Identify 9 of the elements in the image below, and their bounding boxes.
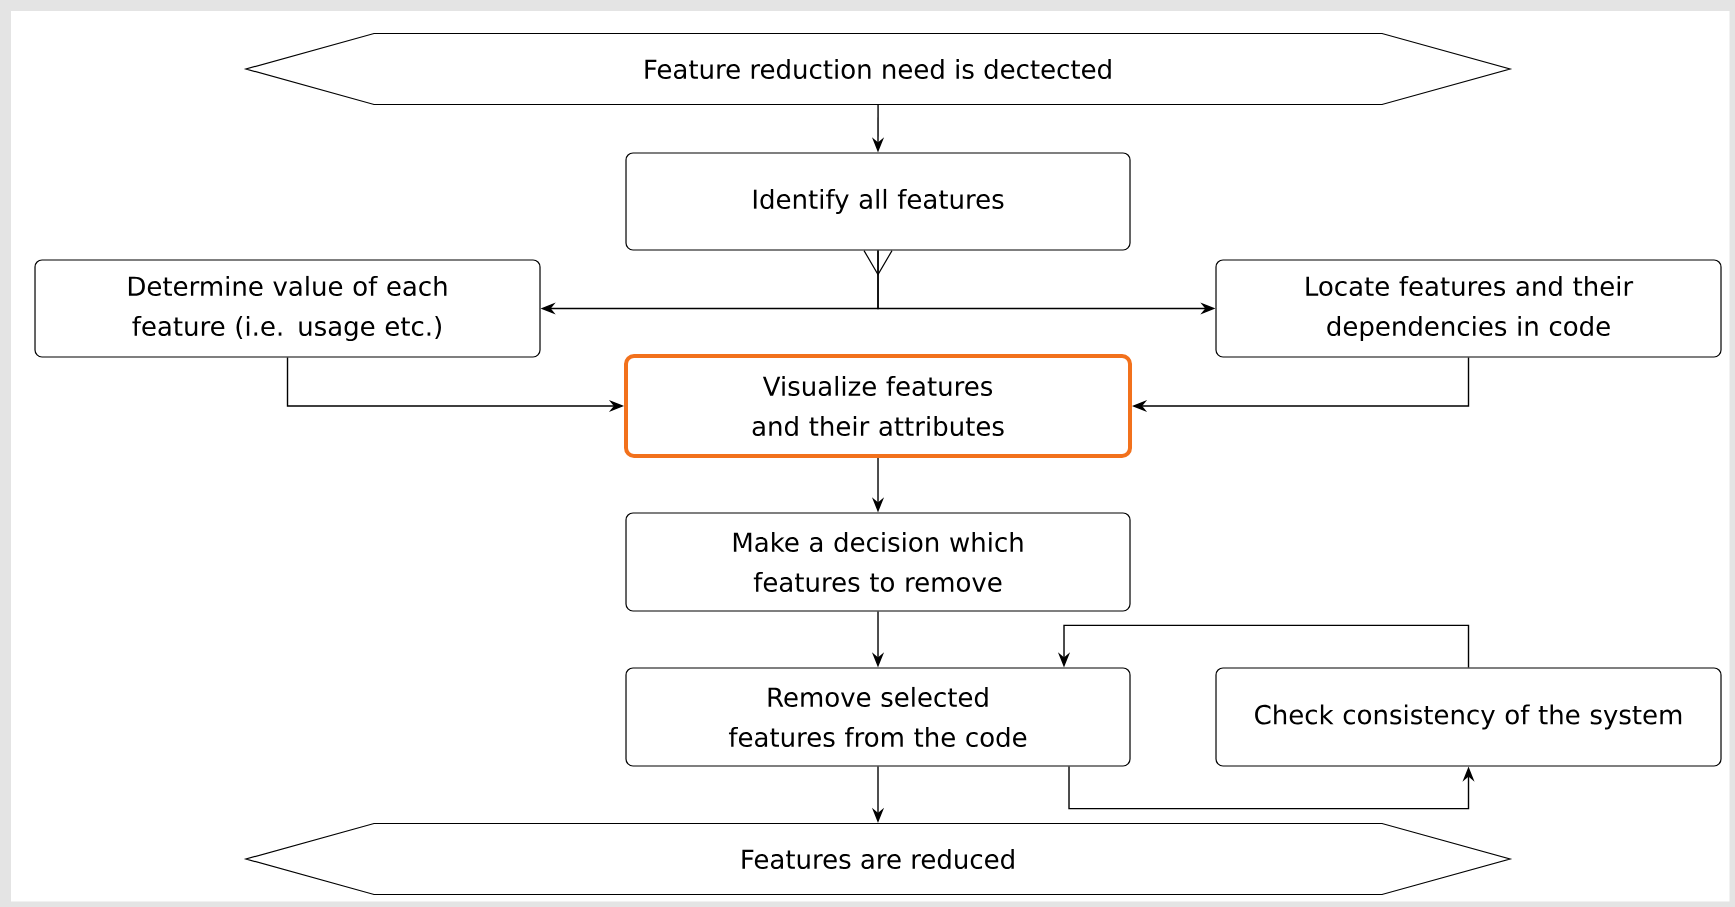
process-box: Remove selected features from the code — [625, 667, 1131, 767]
process-box: Locate features and their dependencies in code — [1215, 259, 1722, 358]
terminal-hexagon: Feature reduction need is dectected — [243, 32, 1513, 106]
process-box: Identify all features — [625, 152, 1131, 251]
terminal-hexagon: Features are reduced — [243, 822, 1513, 896]
process-box: Check consistency of the system — [1215, 667, 1722, 767]
process-box: Make a decision which features to remove — [625, 512, 1131, 612]
highlighted-process-box: Visualize features and their attributes — [624, 354, 1132, 458]
process-box: Determine value of each feature (i.e. usage etc.) — [34, 259, 541, 358]
